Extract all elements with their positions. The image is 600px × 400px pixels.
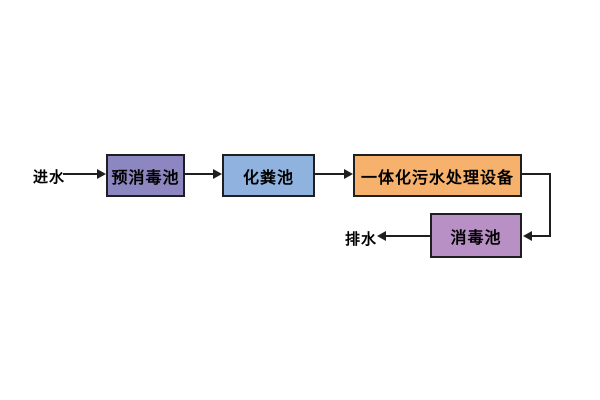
node-pre-disinfection-tank-label: 预消毒池 bbox=[111, 169, 180, 187]
arrowhead-right-icon bbox=[213, 169, 222, 179]
edge-integrated-to-disinfection-segment-h2 bbox=[532, 235, 551, 237]
node-disinfection-tank: 消毒池 bbox=[430, 213, 522, 258]
edge-pre-disinfection-to-septic bbox=[185, 173, 213, 175]
edge-integrated-to-disinfection-segment-v bbox=[549, 173, 551, 237]
node-integrated-sewage-treatment-equipment: 一体化污水处理设备 bbox=[353, 154, 522, 197]
arrowhead-right-icon bbox=[344, 169, 353, 179]
node-pre-disinfection-tank: 预消毒池 bbox=[106, 154, 185, 197]
node-septic-tank-label: 化粪池 bbox=[242, 169, 294, 187]
node-disinfection-tank-label: 消毒池 bbox=[450, 229, 502, 247]
edge-septic-to-integrated bbox=[315, 173, 344, 175]
edge-integrated-to-disinfection-segment-h1 bbox=[522, 173, 551, 175]
outlet-label: 排水 bbox=[345, 231, 378, 248]
node-septic-tank: 化粪池 bbox=[222, 154, 315, 197]
arrowhead-left-icon bbox=[377, 231, 386, 241]
node-integrated-sewage-treatment-equipment-label: 一体化污水处理设备 bbox=[360, 169, 514, 187]
arrowhead-right-icon bbox=[97, 169, 106, 179]
inlet-label: 进水 bbox=[33, 169, 66, 186]
arrowhead-left-icon bbox=[523, 231, 532, 241]
edge-inlet-to-pre-disinfection bbox=[63, 173, 97, 175]
edge-disinfection-to-outlet bbox=[386, 235, 430, 237]
